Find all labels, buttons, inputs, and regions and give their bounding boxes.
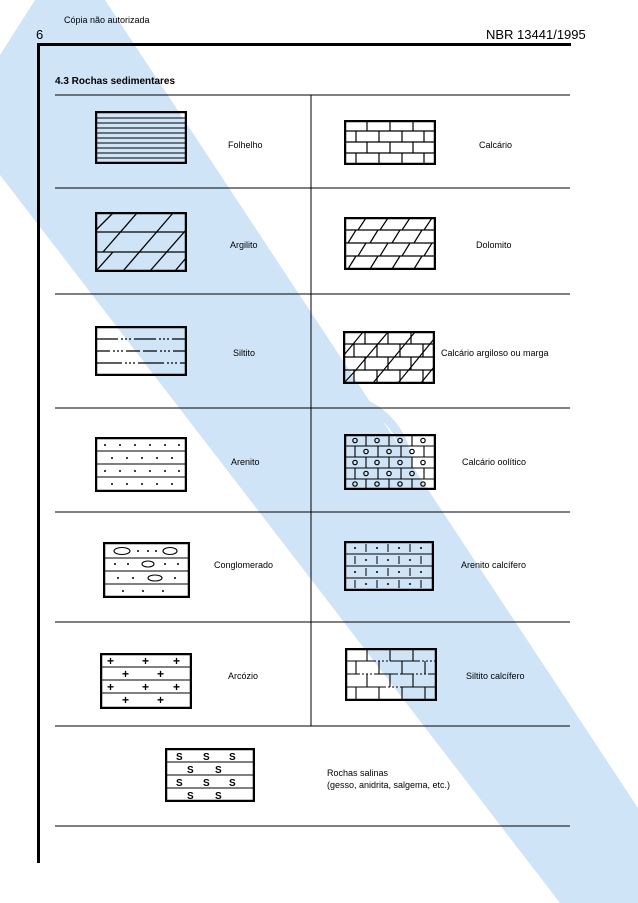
section-title: 4.3 Rochas sedimentares (55, 76, 176, 87)
arcozio-mark: + (173, 654, 180, 668)
arcozio-mark: + (157, 693, 164, 707)
calcario-argiloso-symbol (343, 331, 435, 384)
label-dolomito: Dolomito (476, 240, 512, 250)
label-calcario: Calcário (479, 140, 513, 150)
siltito-symbol (95, 326, 187, 376)
salinas-mark: S (203, 752, 210, 763)
label-folhelho: Folhelho (228, 140, 263, 150)
salinas-mark: S (187, 791, 194, 802)
label-arcozio: Arcózio (228, 671, 259, 681)
arcozio-mark: + (107, 654, 114, 668)
calcario-oolitico-symbol (344, 434, 436, 490)
conglomerado-symbol (103, 542, 190, 598)
abnt-logo-watermark (259, 393, 413, 547)
label-calcario-oolitico: Calcário oolítico (462, 457, 527, 467)
label-rochas-salinas-note: (gesso, anidrita, salgema, etc.) (327, 780, 451, 790)
salinas-mark: S (176, 778, 183, 789)
salinas-mark: S (215, 791, 222, 802)
salinas-mark: S (229, 752, 236, 763)
page-number: 6 (36, 27, 44, 42)
salinas-mark: S (203, 778, 210, 789)
arcozio-symbol: + + + + + + + + + + (100, 653, 192, 709)
label-conglomerado: Conglomerado (214, 560, 274, 570)
rochas-salinas-symbol: S S S S S S S S S S (165, 748, 255, 802)
label-calcario-argiloso: Calcário argiloso ou marga (441, 348, 549, 358)
arcozio-mark: + (173, 680, 180, 694)
arcozio-mark: + (122, 693, 129, 707)
left-margin-rule (37, 43, 40, 863)
arenito-symbol (95, 437, 187, 492)
salinas-mark: S (176, 752, 183, 763)
watermark-text: Cópia não autorizada (64, 15, 150, 25)
label-arenito: Arenito (231, 457, 260, 467)
calcario-symbol (344, 120, 436, 165)
salinas-mark: S (215, 765, 222, 776)
dolomito-symbol (344, 217, 436, 270)
salinas-mark: S (229, 778, 236, 789)
arcozio-mark: + (122, 667, 129, 681)
siltito-calcifero-symbol (345, 648, 437, 701)
label-rochas-salinas: Rochas salinas (327, 768, 389, 778)
header-rule (37, 43, 571, 46)
label-arenito-calcifero: Arenito calcífero (461, 560, 527, 570)
arenito-calcifero-symbol (344, 541, 434, 591)
salinas-mark: S (187, 765, 194, 776)
folhelho-symbol (95, 111, 187, 164)
label-siltito-calcifero: Siltito calcífero (466, 671, 525, 681)
arcozio-mark: + (107, 680, 114, 694)
argilito-symbol (95, 212, 187, 272)
label-siltito: Siltito (233, 348, 256, 358)
label-argilito: Argilito (230, 240, 258, 250)
arcozio-mark: + (142, 680, 149, 694)
standard-code: NBR 13441/1995 (486, 27, 586, 42)
arcozio-mark: + (157, 667, 164, 681)
arcozio-mark: + (142, 654, 149, 668)
